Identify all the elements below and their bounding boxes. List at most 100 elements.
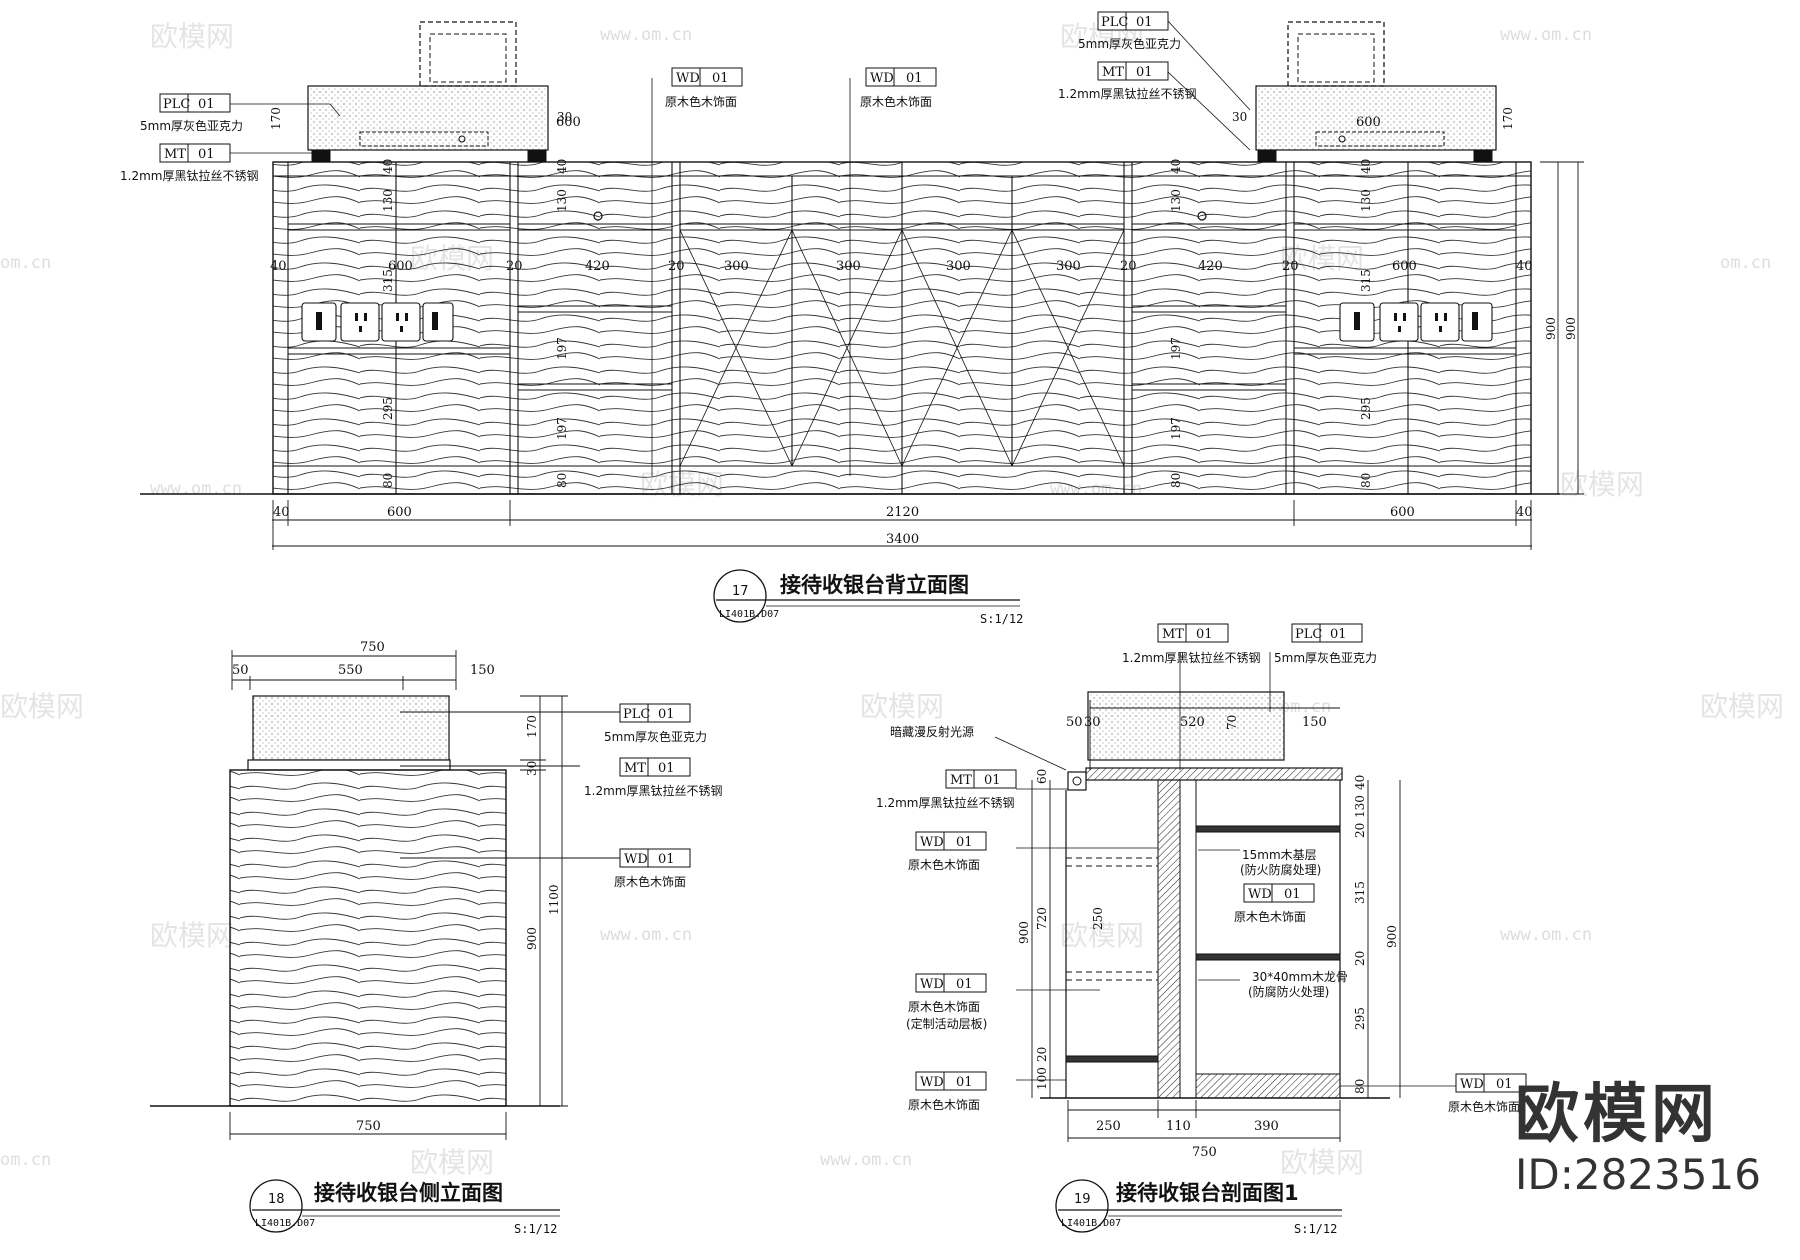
svg-text:MT: MT [164, 147, 186, 162]
back-elevation [140, 20, 1584, 550]
svg-text:MT: MT [1102, 65, 1124, 80]
svg-text:S:1/12: S:1/12 [980, 612, 1023, 626]
svg-text:197: 197 [1169, 337, 1183, 360]
svg-text:原木色木饰面: 原木色木饰面 [908, 1098, 980, 1112]
svg-text:60: 60 [1035, 769, 1049, 784]
svg-text:40: 40 [270, 259, 287, 274]
svg-text:40: 40 [381, 159, 395, 174]
svg-text:295: 295 [1353, 1007, 1367, 1030]
svg-text:01: 01 [658, 761, 675, 776]
svg-text:295: 295 [1359, 397, 1373, 420]
svg-text:197: 197 [555, 337, 569, 360]
svg-text:170: 170 [525, 715, 539, 738]
svg-text:50: 50 [1066, 715, 1083, 730]
svg-text:20: 20 [1353, 823, 1367, 838]
socket-panel-right [1339, 302, 1493, 342]
svg-text:MT: MT [950, 773, 972, 788]
svg-text:S:1/12: S:1/12 [514, 1222, 557, 1236]
watermark-logo: 欧模网 [150, 919, 234, 952]
svg-text:5mm厚灰色亚克力: 5mm厚灰色亚克力 [140, 119, 243, 133]
svg-text:80: 80 [381, 473, 395, 488]
side-dimension-labels: 750 50 550 150 750 170 30 1100 900 [232, 640, 561, 1134]
svg-text:18: 18 [268, 1192, 285, 1207]
svg-text:80: 80 [1359, 473, 1373, 488]
svg-text:1.2mm厚黑钛拉丝不锈钢: 1.2mm厚黑钛拉丝不锈钢 [1122, 650, 1260, 665]
svg-text:197: 197 [555, 417, 569, 440]
svg-text:01: 01 [712, 71, 729, 86]
svg-text:PLC: PLC [163, 97, 190, 112]
svg-text:750: 750 [356, 1119, 381, 1134]
svg-text:130: 130 [555, 189, 569, 212]
watermark-site: om.cn [1280, 697, 1331, 717]
svg-text:40: 40 [1516, 505, 1533, 520]
svg-text:390: 390 [1254, 1119, 1279, 1134]
note-wood-keel: 30*40mm木龙骨 [1252, 970, 1348, 984]
svg-text:600: 600 [1356, 115, 1381, 130]
watermark-site: www.om.cn [150, 479, 242, 499]
svg-text:150: 150 [470, 663, 495, 678]
note-hidden-light: 暗藏漫反射光源 [890, 724, 974, 739]
view-title-17: 17 LI401B.D07 接待收银台背立面图 S:1/12 [713, 569, 1023, 626]
svg-text:1.2mm厚黑钛拉丝不锈钢: 1.2mm厚黑钛拉丝不锈钢 [1058, 86, 1196, 101]
watermark-logo: 欧模网 [1700, 690, 1784, 723]
section-monitor-base [1087, 691, 1285, 761]
svg-text:30: 30 [1232, 110, 1247, 124]
svg-text:接待收银台剖面图1: 接待收银台剖面图1 [1116, 1181, 1299, 1205]
svg-text:3400: 3400 [886, 532, 919, 547]
svg-text:197: 197 [1169, 417, 1183, 440]
svg-text:WD: WD [1248, 887, 1272, 902]
svg-text:WD: WD [920, 835, 944, 850]
svg-text:20: 20 [506, 259, 523, 274]
svg-text:550: 550 [338, 663, 363, 678]
side-panel [229, 769, 507, 1107]
svg-text:80: 80 [555, 473, 569, 488]
watermark-site: om.cn [0, 1150, 51, 1170]
svg-text:600: 600 [556, 115, 581, 130]
svg-text:WD: WD [676, 71, 700, 86]
svg-text:295: 295 [381, 397, 395, 420]
svg-text:70: 70 [1225, 715, 1239, 730]
svg-text:20: 20 [1353, 951, 1367, 966]
svg-text:01: 01 [198, 147, 215, 162]
svg-text:WD: WD [920, 977, 944, 992]
back-dimension-labels: 40 600 2120 600 40 3400 900 900 40 600 2… [269, 107, 1578, 547]
svg-text:01: 01 [198, 97, 215, 112]
svg-text:01: 01 [658, 707, 675, 722]
svg-text:300: 300 [724, 259, 749, 274]
svg-text:750: 750 [1192, 1145, 1217, 1160]
svg-text:1.2mm厚黑钛拉丝不锈钢: 1.2mm厚黑钛拉丝不锈钢 [584, 783, 722, 798]
svg-text:2120: 2120 [886, 505, 919, 520]
brand-id: ID:2823516 [1515, 1150, 1761, 1199]
svg-text:30: 30 [525, 761, 539, 776]
svg-text:20: 20 [1035, 1047, 1049, 1062]
svg-text:420: 420 [1198, 259, 1223, 274]
svg-text:315: 315 [381, 269, 395, 292]
back-leaders [230, 20, 1251, 476]
svg-text:900: 900 [525, 927, 539, 950]
svg-text:300: 300 [946, 259, 971, 274]
svg-text:01: 01 [1496, 1077, 1513, 1092]
svg-text:600: 600 [388, 259, 413, 274]
svg-text:01: 01 [956, 835, 973, 850]
door-swing-lines [679, 229, 1125, 467]
svg-text:40: 40 [1359, 159, 1373, 174]
svg-text:420: 420 [585, 259, 610, 274]
svg-text:900: 900 [1017, 921, 1031, 944]
handle-icon [1197, 211, 1207, 221]
socket-panel-left [301, 302, 454, 342]
svg-text:315: 315 [1359, 269, 1373, 292]
svg-text:170: 170 [269, 107, 283, 130]
svg-text:40: 40 [273, 505, 290, 520]
svg-text:250: 250 [1091, 907, 1105, 930]
svg-text:50: 50 [232, 663, 249, 678]
svg-text:原木色木饰面: 原木色木饰面 [665, 95, 737, 109]
svg-text:PLC: PLC [1295, 627, 1322, 642]
